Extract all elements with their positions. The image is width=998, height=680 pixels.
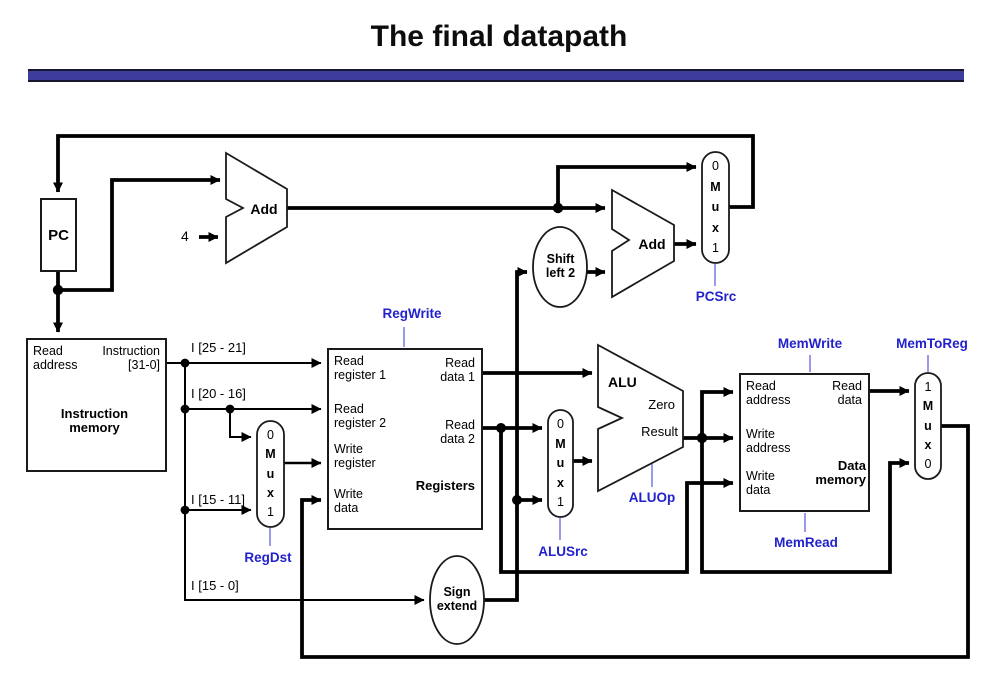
alu-zero-output-label: Zero	[648, 397, 675, 412]
mux-letter-m: M	[265, 447, 276, 462]
mux-letter-m: M	[710, 179, 721, 194]
alu-name: ALU	[608, 374, 637, 390]
junction-read-data2	[496, 423, 506, 433]
memtoreg-mux-input0-label: 0	[924, 457, 932, 471]
shift-left-2-shape	[532, 226, 588, 308]
alu-shape	[597, 343, 684, 493]
mux-letter-u: u	[711, 200, 720, 214]
pc-adder-label: Add	[250, 201, 278, 217]
imem-instruction-port: Instruction [31-0]	[102, 344, 160, 372]
alusrc-mux-shape	[547, 409, 574, 518]
dmem-read-data-port: Read data	[832, 379, 862, 407]
junction-ibus-25-21	[180, 358, 190, 368]
imem-read-address-port: Read address	[33, 344, 78, 372]
instruction-field-wires	[167, 358, 425, 605]
dmem-write-data-port: Write data	[746, 469, 775, 497]
wire-instruction-bus-to-sign-extend	[167, 362, 425, 605]
regwrite-control-label: RegWrite	[382, 306, 442, 321]
component-shapes	[225, 151, 942, 645]
pcsrc-mux-input1-label: 1	[712, 241, 719, 255]
instruction-memory-box	[26, 338, 167, 472]
dmem-read-address-port: Read address	[746, 379, 791, 407]
alusrc-mux-input1-label: 1	[557, 495, 564, 509]
memtoreg-mux: 1 M u x 0	[915, 373, 941, 479]
shift-left-2-label: Shift left 2	[545, 252, 576, 280]
regdst-mux-input0-label: 0	[267, 428, 274, 442]
wire-alu-result-to-read-address	[700, 387, 734, 438]
title-divider-bar	[28, 69, 964, 82]
aluop-control-label: ALUOp	[628, 490, 676, 505]
mux-letter-x: x	[267, 485, 274, 500]
wire-memtoreg-mux-to-register-write-data	[300, 424, 970, 659]
junction-pcplus4	[552, 202, 564, 214]
registers-write-register-port: Write register	[334, 442, 376, 470]
branch-adder-shape	[611, 188, 675, 299]
registers-read-register2-port: Read register 2	[334, 402, 387, 430]
data-memory-name: Data memory	[815, 458, 866, 487]
junction-dots	[52, 202, 708, 515]
mux-letter-u: u	[924, 418, 932, 433]
registers-write-data-port: Write data	[334, 487, 363, 515]
regdst-mux-input1-label: 1	[267, 505, 274, 519]
dmem-write-address-port: Write address	[746, 427, 791, 455]
pc-box	[40, 198, 77, 272]
registers-name: Registers	[415, 478, 475, 493]
wire-i20-16-to-regdst-mux0	[229, 409, 252, 442]
i15-11-label: I [15 - 11]	[191, 492, 245, 507]
pcsrc-mux-input0-label: 0	[712, 159, 719, 173]
registers-read-data2-port: Read data 2	[440, 418, 475, 446]
pcsrc-mux: 0 M u x 1	[702, 152, 729, 263]
data-memory-box	[739, 373, 870, 512]
mux-letter-x: x	[557, 475, 564, 490]
junction-pc-out	[52, 284, 64, 296]
i25-21-label: I [25 - 21]	[191, 340, 246, 355]
i15-0-label: I [15 - 0]	[191, 578, 239, 593]
mux-letter-u: u	[266, 466, 275, 481]
wire-sign-extend-to-shiftleft2	[484, 267, 528, 602]
page-title: The final datapath	[370, 20, 628, 53]
pcsrc-control-label: PCSrc	[695, 289, 737, 304]
memtoreg-control-label: MemToReg	[896, 336, 968, 351]
instruction-memory-name: Instruction memory	[60, 406, 129, 435]
memtoreg-mux-shape	[914, 372, 942, 480]
mux-letter-u: u	[556, 456, 565, 470]
registers-box	[327, 348, 483, 530]
datapath-wires	[53, 134, 970, 659]
pc-adder-shape	[225, 151, 288, 265]
i20-16-label: I [20 - 16]	[191, 386, 246, 401]
regdst-mux-shape	[256, 420, 285, 528]
mux-letter-x: x	[712, 220, 719, 235]
registers-read-register1-port: Read register 1	[334, 354, 387, 382]
mux-letter-m: M	[922, 399, 934, 414]
branch-adder-label: Add	[638, 236, 666, 252]
sign-extend-shape	[429, 555, 485, 645]
memread-control-label: MemRead	[774, 535, 838, 550]
junction-ibus-20-16	[180, 404, 190, 414]
alusrc-control-label: ALUSrc	[538, 544, 588, 559]
alu-result-output-label: Result	[641, 424, 678, 439]
memwrite-control-label: MemWrite	[777, 336, 843, 351]
sign-extend-label: Sign extend	[436, 585, 478, 613]
regdst-control-label: RegDst	[244, 550, 292, 565]
alusrc-mux: 0 M u x 1	[548, 410, 573, 517]
junction-i20-16-branch	[225, 404, 235, 414]
junction-alu-result	[696, 432, 708, 444]
junction-ibus-15-11	[180, 505, 190, 515]
mux-letter-m: M	[555, 436, 566, 451]
junction-sign-extend-out	[512, 495, 522, 505]
wire-pc-to-pc-adder	[58, 175, 221, 292]
regdst-mux: 0 M u x 1	[257, 421, 284, 527]
registers-read-data1-port: Read data 1	[440, 356, 475, 384]
alusrc-mux-input0-label: 0	[557, 417, 564, 431]
wire-pcplus4-to-pcsrc-mux0	[556, 162, 697, 208]
pc-label: PC	[48, 226, 69, 244]
mux-letter-x: x	[924, 437, 932, 452]
constant-four-label: 4	[181, 228, 189, 244]
control-ticks	[269, 264, 929, 546]
wire-pcsrc-to-pc	[53, 134, 755, 209]
pcsrc-mux-shape	[701, 151, 730, 264]
memtoreg-mux-input1-label: 1	[924, 380, 932, 394]
wire-alu-result-to-memtoreg-mux0	[700, 438, 910, 574]
